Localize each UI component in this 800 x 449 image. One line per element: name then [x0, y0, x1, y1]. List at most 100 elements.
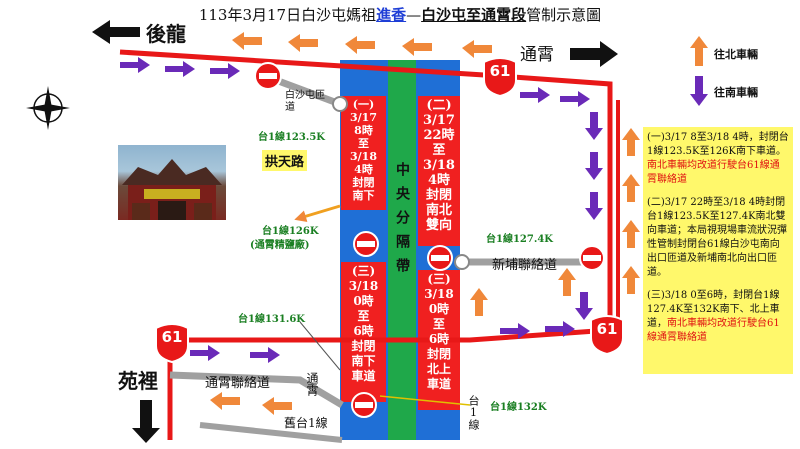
label-t1-126k: 台1線126K: [262, 226, 319, 237]
tongxiao-link-road: [169, 371, 344, 409]
old-t1-road: [199, 422, 343, 443]
title-suffix: 管制示意圖: [526, 6, 602, 24]
legend-south-label: 往南車輛: [714, 86, 758, 99]
closure-1-line: 3/18: [350, 150, 377, 163]
callout-131-6k: [299, 321, 341, 371]
info-panel: (一)3/17 8至3/18 4時，封閉台1線123.5K至126K南下車道。南…: [643, 127, 793, 374]
arrow-houlong: [92, 20, 140, 44]
closure-1-text: (一) 3/17 8時 至 3/18 4時 封閉 南下: [341, 98, 386, 202]
label-t1-127-4k: 台1線127.4K: [486, 234, 553, 245]
arrow-126k: [294, 204, 341, 223]
temple-photo: [118, 145, 226, 220]
place-tongxiao: 通霄: [520, 45, 554, 65]
legend-north-label: 往北車輛: [714, 48, 758, 61]
closure-2-line: 至: [432, 143, 446, 158]
closure-3a-line: 6時: [353, 324, 374, 338]
route61-shield-left: [155, 323, 189, 364]
center-divider-label: 中央分隔帶: [394, 162, 410, 282]
closure-1-line: 4時: [354, 163, 373, 176]
title-highlight-section: 白沙屯至通霄段: [421, 6, 527, 24]
legend-south-arrow-icon: [690, 76, 708, 106]
green-median: [388, 60, 416, 440]
closure-3a-line: 0時: [353, 294, 374, 308]
info-p3-red: 南北車輛均改道行駛台61線通霄聯絡道: [647, 318, 780, 343]
title-prefix: 113年3月17日白沙屯媽祖: [198, 6, 377, 24]
closure-3a-line: 封閉: [351, 339, 376, 353]
southbound-arrows-right: [575, 112, 603, 320]
info-p1: (一)3/17 8至3/18 4時，封閉台1線123.5K至126K南下車道。南…: [647, 131, 789, 187]
place-houlong: 後龍: [146, 22, 186, 46]
closure-3b-text: (三) 3/18 0時 至 6時 封閉 北上 車道: [418, 272, 460, 392]
route61-shield-right-label: 61: [596, 320, 618, 338]
closure-3b-line: 0時: [428, 302, 450, 316]
closure-3a-line: (三): [351, 264, 376, 278]
info-p2-text: (二)3/17 22時至3/18 4時封閉台1線123.5K至127.4K南北雙…: [647, 197, 787, 278]
northbound-arrows-right: [470, 128, 640, 316]
closure-3a-line: 南下: [351, 354, 376, 368]
closure-2-line: 南北: [425, 203, 452, 218]
southbound-arrows-top: [120, 57, 590, 107]
route61-shield-right: [590, 315, 624, 356]
t1-southbound-closed-2: [341, 262, 386, 402]
closure-3b-line: 封閉: [426, 347, 451, 361]
closure-1-line: 3/17: [350, 111, 377, 124]
route61-shield-left-label: 61: [161, 328, 183, 346]
label-old-t1: 舊台1線: [284, 416, 328, 430]
closure-2-text: (二) 3/17 22時 至 3/18 4時 封閉 南北 雙向: [418, 98, 460, 233]
label-t1-line: 台1線: [467, 395, 480, 430]
junction-baishatun: [332, 96, 348, 112]
closure-3a-line: 至: [357, 309, 370, 323]
closure-3b-line: 北上: [426, 362, 451, 376]
label-t1-123-5k: 台1線123.5K: [258, 132, 325, 143]
closure-2-line: 雙向: [425, 218, 452, 233]
label-xinpu-link: 新埔聯絡道: [492, 258, 558, 273]
info-p3-text: (三)3/18 0至6時，封閉台1線127.4K至132K南下、北上車道，: [647, 290, 780, 329]
closure-3a-text: (三) 3/18 0時 至 6時 封閉 南下 車道: [341, 264, 386, 384]
northbound-arrows-top: [232, 32, 492, 58]
closure-2-line: 3/18: [423, 158, 455, 173]
closure-1-line: 至: [358, 137, 369, 150]
closure-3b-line: 車道: [426, 377, 451, 391]
label-baishatun-ramp: 白沙屯匝道: [285, 90, 325, 113]
info-p1-red: 南北車輛均改道行駛台61線通霄聯絡道: [647, 160, 780, 185]
title-highlight-jinxiang: 進香: [376, 6, 407, 24]
info-p2: (二)3/17 22時至3/18 4時封閉台1線123.5K至127.4K南北雙…: [647, 196, 789, 280]
route61-top: [119, 49, 613, 330]
label-t1-131-6k: 台1線131.6K: [238, 314, 305, 325]
label-gongtian-road: 拱天路: [262, 150, 308, 171]
closure-2-line: 22時: [423, 128, 455, 143]
closure-2-line: (二): [426, 98, 452, 113]
no-entry-sign-4: [579, 245, 605, 271]
closure-1-line: (一): [352, 98, 375, 111]
no-entry-sign-5: [351, 392, 377, 418]
closure-2-line: 封閉: [425, 188, 452, 203]
arrow-tongxiao: [570, 41, 618, 67]
compass-icon: [26, 86, 70, 130]
no-entry-sign-2: [353, 231, 379, 257]
title-dash: —: [406, 6, 422, 24]
map-title: 113年3月17日白沙屯媽祖進香—白沙屯至通霄段管制示意圖: [0, 4, 800, 25]
bottom-route-arrows: [190, 321, 575, 415]
label-tongxiao-vertical: 通霄: [305, 372, 319, 396]
arrow-yuanli: [132, 400, 160, 443]
temple-photo-drawing: [122, 159, 222, 220]
closure-2-line: 3/17: [423, 113, 455, 128]
no-entry-sign-1: [254, 62, 282, 90]
closure-1-line: 封閉: [352, 176, 375, 189]
closure-3b-line: 6時: [428, 332, 450, 346]
junction-xinpu: [454, 254, 470, 270]
info-p1-text: (一)3/17 8至3/18 4時，封閉台1線123.5K至126K南下車道。: [647, 132, 789, 157]
label-tongxiao-salt: (通霄精鹽廠): [250, 240, 310, 251]
closure-3a-line: 車道: [351, 369, 376, 383]
label-tongxiao-link: 通霄聯絡道: [205, 376, 271, 391]
closure-2-line: 4時: [427, 173, 451, 188]
legend-north-arrow-icon: [690, 36, 708, 66]
label-t1-132k: 台1線132K: [490, 402, 547, 413]
route61-shield-top: [483, 57, 517, 98]
closure-3a-line: 3/18: [348, 279, 379, 293]
info-p3: (三)3/18 0至6時，封閉台1線127.4K至132K南下、北上車道，南北車…: [647, 289, 789, 345]
callout-132k: [379, 395, 471, 406]
closure-3b-line: (三): [427, 272, 451, 286]
closure-1-line: 8時: [354, 124, 373, 137]
